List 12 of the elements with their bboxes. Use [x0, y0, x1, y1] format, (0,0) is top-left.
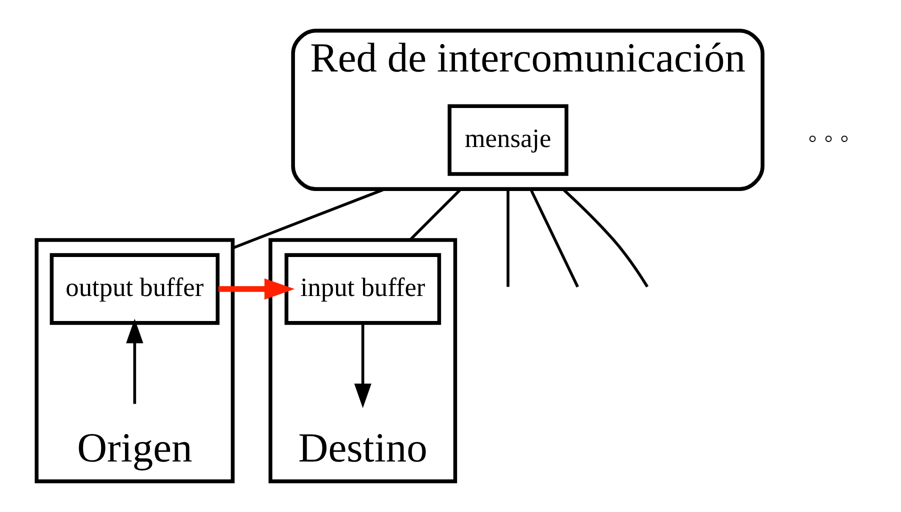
connector: [232, 188, 386, 250]
node-box: input buffer: [284, 253, 442, 325]
connector: [529, 188, 579, 288]
arrow: [354, 323, 372, 408]
arrow: [218, 278, 295, 300]
connector: [506, 189, 510, 287]
arrow: [126, 318, 144, 404]
node-box: mensaje: [448, 104, 568, 176]
label: ◦ ◦ ◦: [808, 123, 850, 154]
connector: [408, 188, 462, 241]
connector: [562, 188, 649, 288]
node-box: output buffer: [50, 253, 220, 325]
